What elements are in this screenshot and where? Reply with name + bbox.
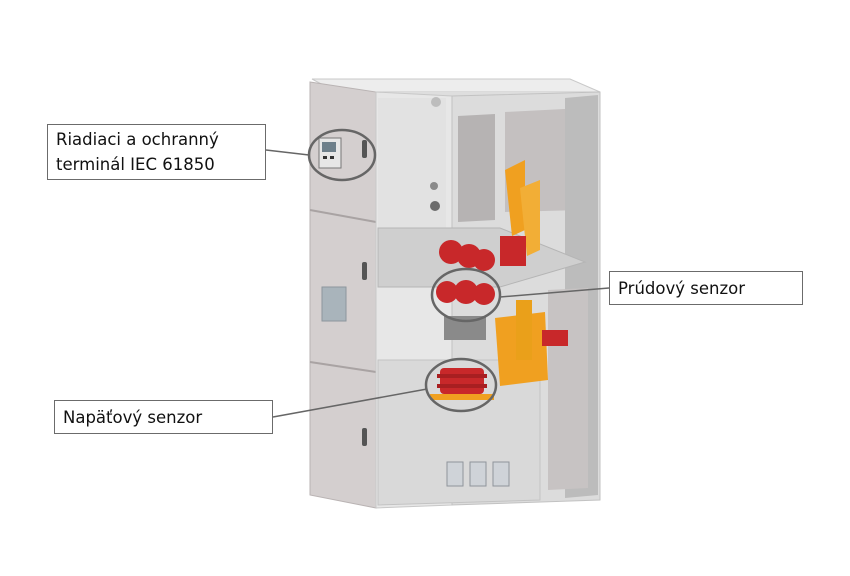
voltage-sensor-highlight-circle [424,357,498,413]
voltage-sensor-leader-line [272,388,428,418]
protection-terminal-device [318,137,342,169]
current-sensor-bushings [436,236,568,346]
terminal-leader-line [265,149,310,156]
voltage-sensor-body [430,368,494,400]
callout-terminal: Riadiaci a ochranný terminál IEC 61850 [47,124,266,180]
current-sensor-highlight-circle [430,267,502,323]
callout-terminal-line2: terminál IEC 61850 [56,155,215,174]
callout-terminal-line1: Riadiaci a ochranný [56,130,219,149]
callout-voltage-sensor-label: Napäťový senzor [63,408,203,427]
busbars [495,160,548,386]
callout-voltage-sensor: Napäťový senzor [54,400,273,434]
callout-current-sensor: Prúdový senzor [609,271,803,305]
callout-current-sensor-label: Prúdový senzor [618,279,745,298]
current-sensor-leader-line [499,287,610,298]
